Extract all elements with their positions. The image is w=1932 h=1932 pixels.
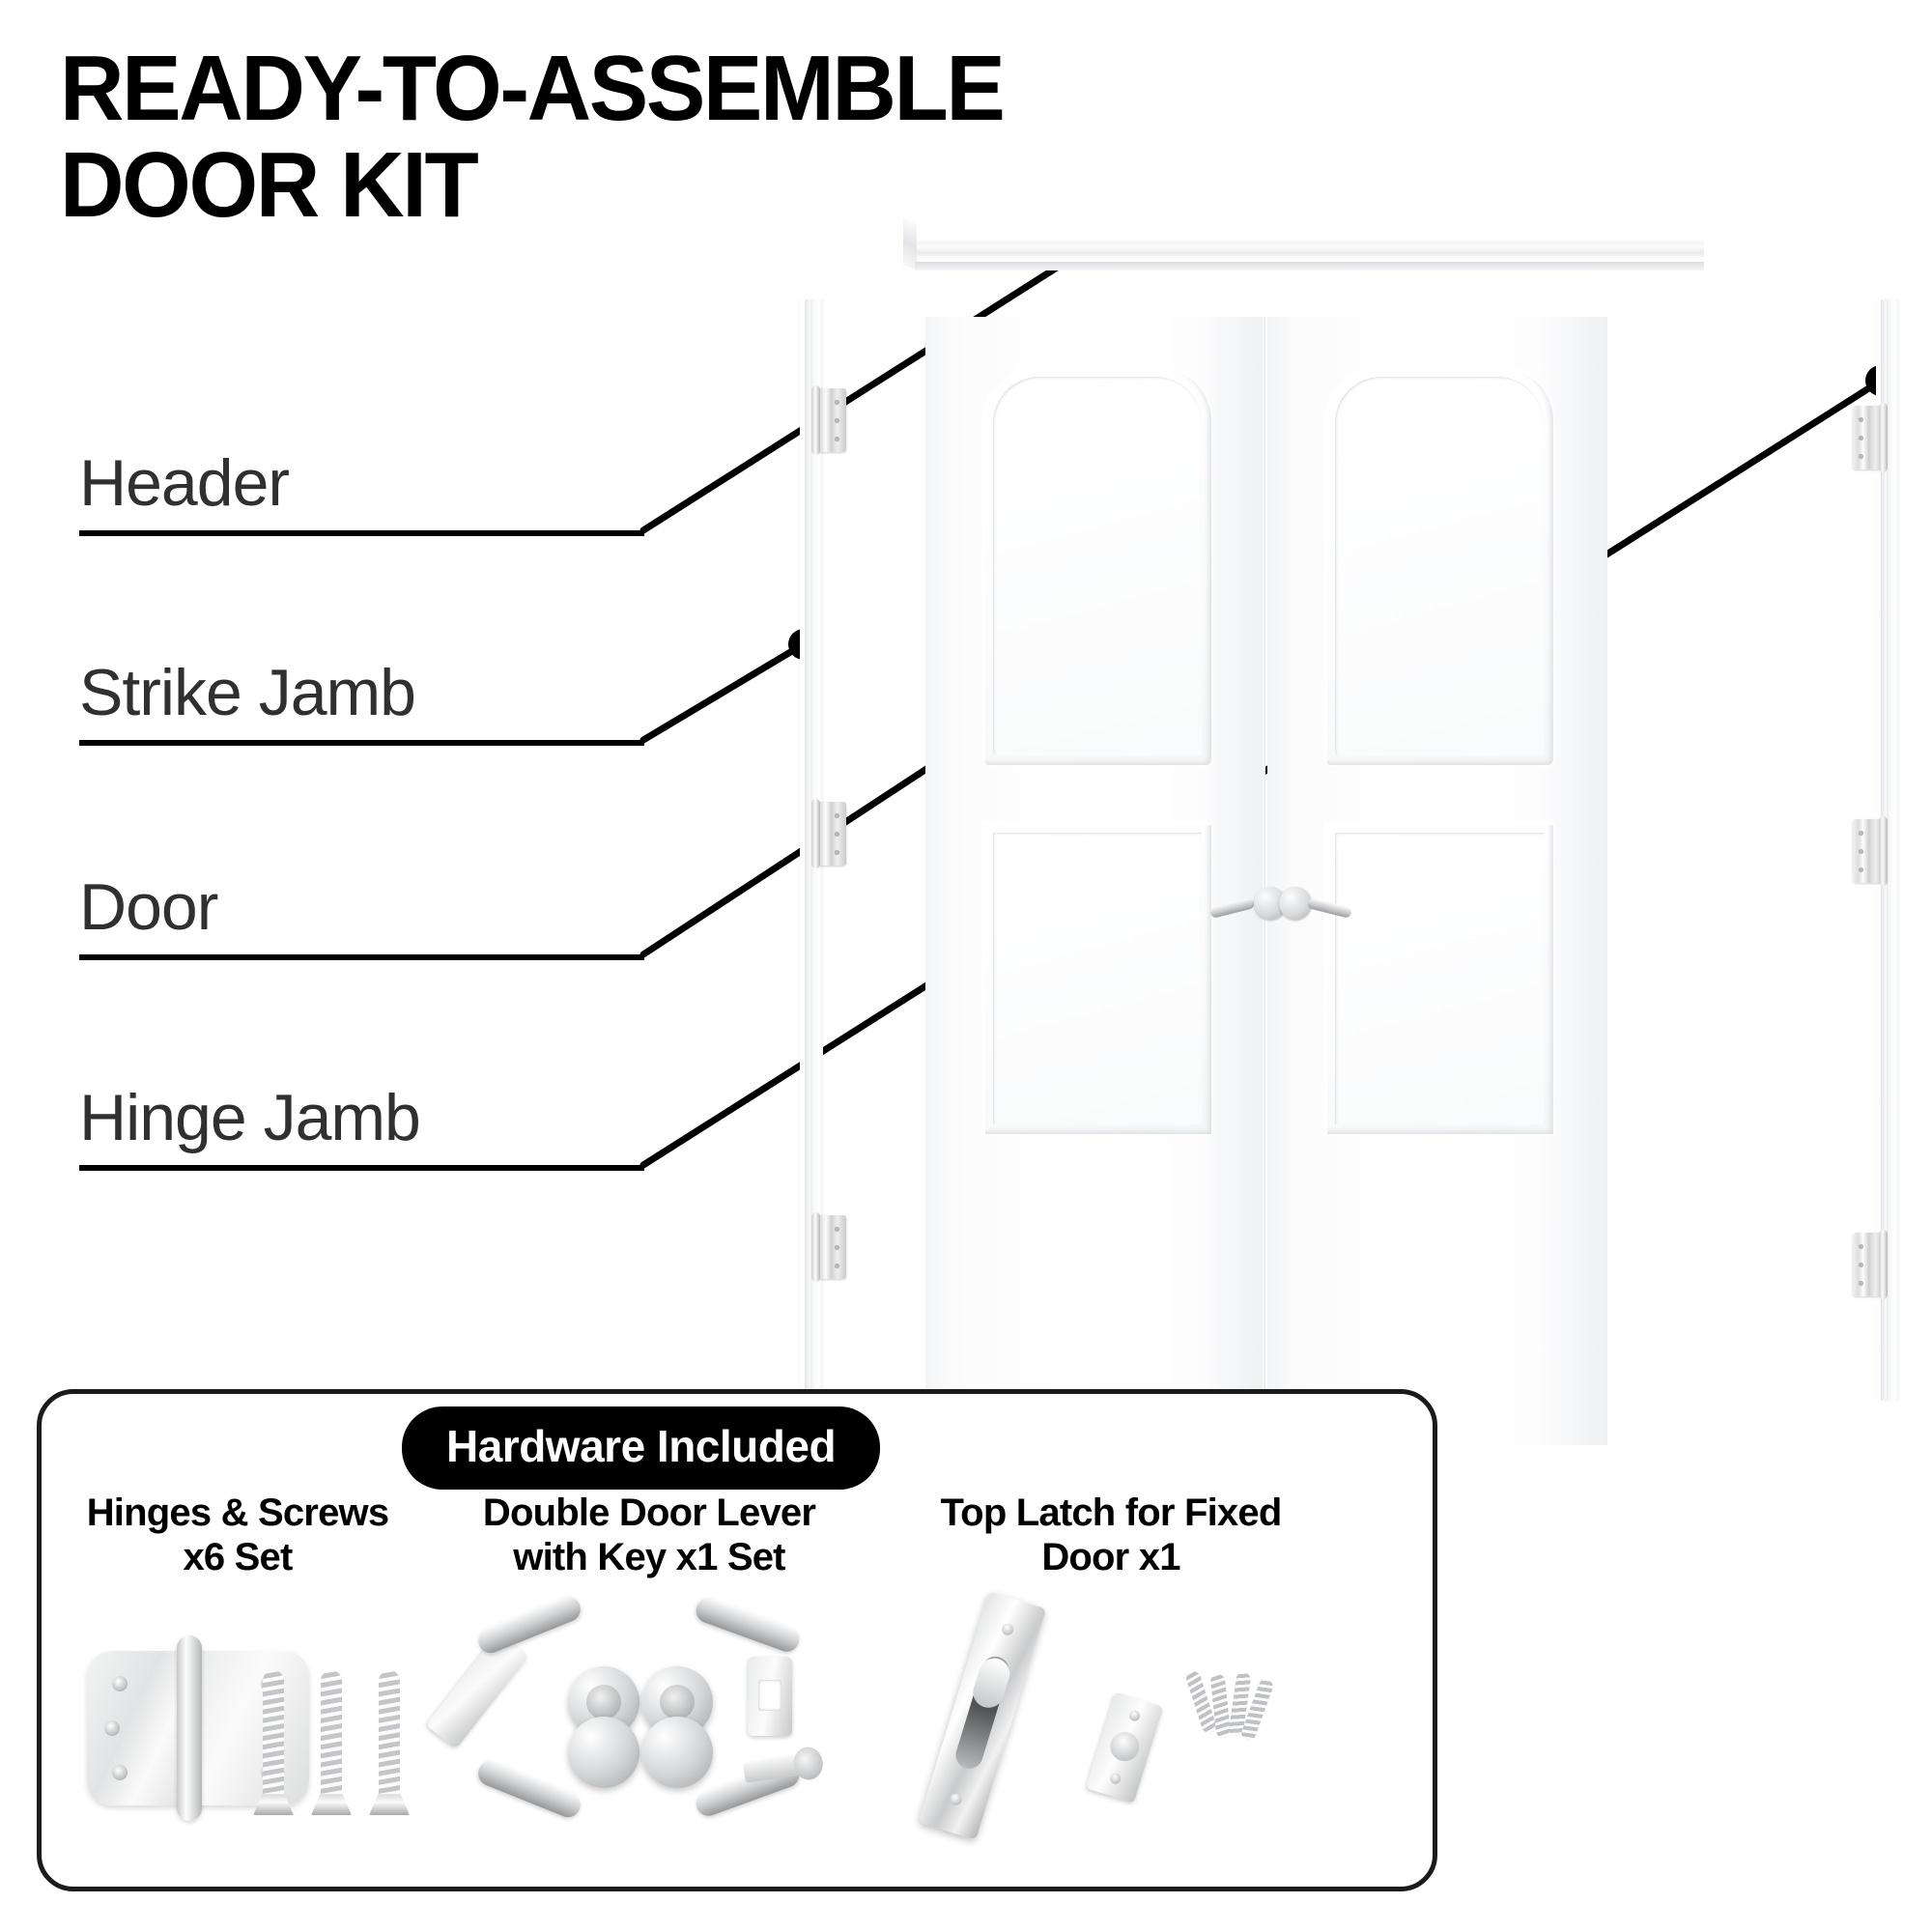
bolt-strike-plate-icon: [1085, 1691, 1164, 1804]
callout-strike-jamb-label: Strike Jamb: [79, 656, 416, 729]
door-assembly-illustration: [0, 0, 1932, 1391]
lever-handle-upper: [474, 1593, 584, 1658]
hardware-item-top-latch: Top Latch for Fixed Door x1: [869, 1492, 1352, 1840]
door-meeting-edge: [1263, 317, 1265, 1445]
callout-hinge-jamb-label: Hinge Jamb: [79, 1081, 421, 1154]
door-panel-bottom-right: [1325, 823, 1553, 1134]
lever-spindle: [586, 1685, 621, 1720]
lever-handle-lower: [474, 1757, 584, 1822]
hardware-item-label: Double Door Lever with Key x1 Set: [482, 1492, 816, 1578]
hinge-icon: [1853, 816, 1888, 886]
door-panel-arch-top-right: [1325, 367, 1553, 765]
hinge-knuckle: [1879, 816, 1888, 886]
screw-icon: [253, 1670, 294, 1816]
door-panel-bottom-left: [983, 823, 1211, 1134]
lever-hub-lower: [641, 1717, 713, 1789]
lever-hub-lower: [568, 1717, 639, 1789]
flush-bolt-set-icon: [869, 1591, 1352, 1840]
hinge-knuckle: [811, 1212, 820, 1282]
door-header-component: [915, 224, 1704, 270]
callout-strike-jamb: Strike Jamb: [79, 615, 644, 746]
hinge-knuckle: [1879, 1230, 1888, 1299]
callout-door-label: Door: [79, 870, 218, 944]
lever-handle-upper: [692, 1594, 804, 1656]
hinge-knuckle: [811, 799, 820, 868]
latch-body-icon: [425, 1632, 529, 1749]
hinge-pin-icon: [177, 1635, 202, 1822]
screw-icon: [311, 1670, 352, 1816]
hinge-knuckle: [811, 385, 820, 455]
callout-header-underline: [79, 530, 644, 536]
strike-plate-icon: [748, 1657, 792, 1737]
hinge-knuckle: [1879, 403, 1888, 472]
hinge-icon: [1853, 403, 1888, 472]
lever-rose: [1279, 887, 1312, 920]
strike-jamb-component: [1853, 299, 1899, 1401]
page-title: READY-TO-ASSEMBLE DOOR KIT: [60, 37, 1006, 237]
callout-header-label: Header: [79, 446, 290, 520]
hardware-item-label: Top Latch for Fixed Door x1: [940, 1492, 1283, 1578]
door-lever-set-icon: [425, 1593, 862, 1829]
hinge-jamb-component: [800, 299, 846, 1401]
callout-strike-jamb-underline: [79, 740, 644, 746]
hinge-and-screws-icon: [48, 1597, 427, 1829]
hinge-icon: [1853, 1230, 1888, 1299]
callout-door-underline: [79, 954, 644, 960]
callout-hinge-jamb-underline: [79, 1165, 644, 1171]
flush-bolt-icon: [918, 1591, 1047, 1840]
hardware-item-hinges-and-screws: Hinges & Screws x6 Set: [48, 1492, 427, 1829]
door-panel-arch-top-left: [983, 367, 1211, 765]
callout-hinge-jamb: Hinge Jamb: [79, 1040, 644, 1171]
hardware-item-label: Hinges & Screws x6 Set: [86, 1492, 389, 1578]
callout-door: Door: [79, 830, 644, 960]
hardware-item-double-door-lever: Double Door Lever with Key x1 Set: [425, 1492, 862, 1829]
jamb-face: [805, 299, 810, 1401]
hinge-icon: [811, 385, 846, 455]
hinge-icon: [811, 1212, 846, 1282]
callout-header: Header: [79, 406, 644, 536]
hardware-included-badge: Hardware Included: [402, 1406, 881, 1490]
hinge-leaf-right-icon: [193, 1651, 309, 1806]
lever-spindle: [660, 1685, 695, 1720]
screw-icon: [369, 1670, 410, 1816]
bolt-screws-icon: [1184, 1669, 1277, 1749]
hinge-icon: [811, 799, 846, 868]
